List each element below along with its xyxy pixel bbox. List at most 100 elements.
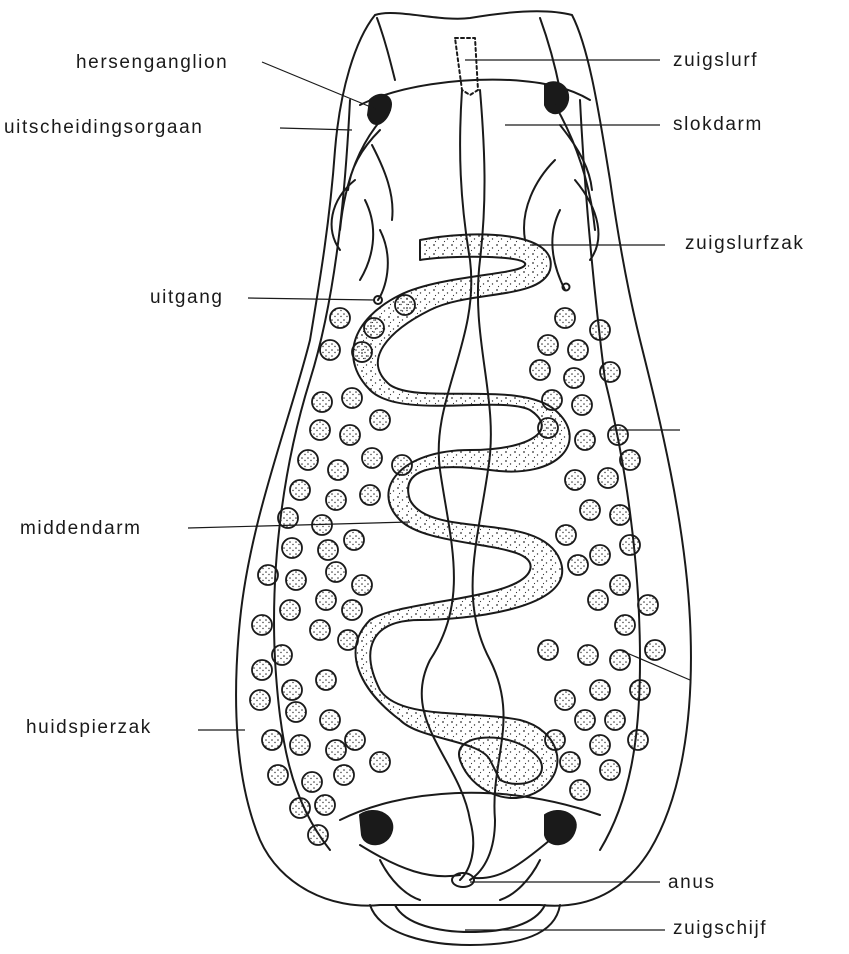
yolk-gland-cell <box>268 765 288 785</box>
yolk-gland-cell <box>326 562 346 582</box>
yolk-gland-cell <box>572 395 592 415</box>
yolk-gland-cell <box>605 710 625 730</box>
yolk-gland-cell <box>530 360 550 380</box>
yolk-gland-cell <box>345 730 365 750</box>
yolk-gland-cell <box>310 420 330 440</box>
label-slokdarm: slokdarm <box>673 114 763 136</box>
label-zuigslurf: zuigslurf <box>673 50 758 72</box>
yolk-gland-cell <box>598 468 618 488</box>
yolk-gland-cell <box>308 825 328 845</box>
yolk-gland-cell <box>330 308 350 328</box>
yolk-gland-cell <box>328 460 348 480</box>
yolk-gland-cell <box>608 425 628 445</box>
yolk-gland-cell <box>286 570 306 590</box>
yolk-gland-cell <box>578 645 598 665</box>
nephridium-left <box>332 110 393 300</box>
label-middendarm: middendarm <box>20 518 142 540</box>
yolk-gland-cell <box>575 710 595 730</box>
yolk-gland-cell <box>315 795 335 815</box>
yolk-gland-cell <box>272 645 292 665</box>
label-uitscheidingsorgaan: uitscheidingsorgaan <box>4 117 203 139</box>
yolk-gland-cell <box>588 590 608 610</box>
yolk-gland-cell <box>362 448 382 468</box>
yolk-gland-cell <box>568 555 588 575</box>
yolk-gland-cell <box>392 455 412 475</box>
yolk-gland-cell <box>580 500 600 520</box>
yolk-gland-cell <box>628 730 648 750</box>
yolk-gland-cell <box>290 480 310 500</box>
yolk-gland-cell <box>326 740 346 760</box>
yolk-gland-cell <box>290 798 310 818</box>
leader-uitscheidingsorgaan <box>280 128 352 130</box>
yolk-gland-cell <box>360 485 380 505</box>
yolk-gland-cell <box>352 342 372 362</box>
yolk-gland-cell <box>364 318 384 338</box>
yolk-gland-cell <box>334 765 354 785</box>
yolk-gland-cell <box>560 752 580 772</box>
yolk-gland-cell <box>252 660 272 680</box>
yolk-gland-cell <box>320 710 340 730</box>
yolk-gland-cell <box>310 620 330 640</box>
yolk-gland-cell <box>565 470 585 490</box>
leader-hersenganglion <box>262 62 378 110</box>
yolk-gland-cell <box>542 390 562 410</box>
yolk-gland-cell <box>258 565 278 585</box>
yolk-gland-cell <box>590 545 610 565</box>
yolk-gland-cell <box>610 505 630 525</box>
yolk-gland-cell <box>538 335 558 355</box>
label-huidspierzak: huidspierzak <box>26 717 152 739</box>
yolk-gland-cell <box>600 760 620 780</box>
caudal-ganglion-left <box>360 811 392 844</box>
yolk-gland-cell <box>352 575 372 595</box>
yolk-gland-cell <box>342 388 362 408</box>
yolk-gland-cell <box>570 780 590 800</box>
yolk-gland-cell <box>610 575 630 595</box>
yolk-gland-cell <box>555 308 575 328</box>
yolk-gland-cell <box>370 410 390 430</box>
yolk-gland-cell <box>575 430 595 450</box>
yolk-gland-cell <box>370 752 390 772</box>
proboscis <box>455 38 478 95</box>
yolk-gland-cell <box>545 730 565 750</box>
label-zuigschijf: zuigschijf <box>673 918 767 940</box>
yolk-gland-cell <box>290 735 310 755</box>
yolk-gland-cell <box>326 490 346 510</box>
yolk-gland-cell <box>252 615 272 635</box>
leader-middendarm <box>188 522 410 528</box>
yolk-gland-cell <box>344 530 364 550</box>
yolk-gland-cell <box>320 340 340 360</box>
yolk-gland-cell <box>262 730 282 750</box>
label-hersenganglion: hersenganglion <box>76 52 228 74</box>
yolk-gland-cell <box>395 295 415 315</box>
label-anus: anus <box>668 872 716 894</box>
yolk-gland-cell <box>312 392 332 412</box>
caudal-ganglion-right <box>545 811 576 844</box>
yolk-gland-cell <box>316 670 336 690</box>
yolk-gland-cell <box>555 690 575 710</box>
yolk-gland-cell <box>630 680 650 700</box>
yolk-gland-cell <box>615 615 635 635</box>
yolk-gland-cell <box>600 362 620 382</box>
yolk-gland-cell <box>286 702 306 722</box>
brain-ganglion-left <box>368 95 391 124</box>
midgut <box>353 234 570 798</box>
yolk-gland-cell <box>556 525 576 545</box>
yolk-gland-cell <box>282 538 302 558</box>
leader-uitgang <box>248 298 375 300</box>
yolk-gland-cell <box>298 450 318 470</box>
yolk-gland-cell <box>638 595 658 615</box>
yolk-gland-cell <box>338 630 358 650</box>
yolk-gland-cell <box>620 535 640 555</box>
label-zuigslurfzak: zuigslurfzak <box>685 233 805 255</box>
yolk-gland-cell <box>590 680 610 700</box>
yolk-gland-cell <box>590 735 610 755</box>
yolk-gland-cell <box>250 690 270 710</box>
yolk-gland-cell <box>316 590 336 610</box>
label-uitgang: uitgang <box>150 287 224 309</box>
yolk-gland-cell <box>620 450 640 470</box>
yolk-gland-cell <box>564 368 584 388</box>
yolk-gland-cell <box>538 418 558 438</box>
yolk-gland-cell <box>282 680 302 700</box>
